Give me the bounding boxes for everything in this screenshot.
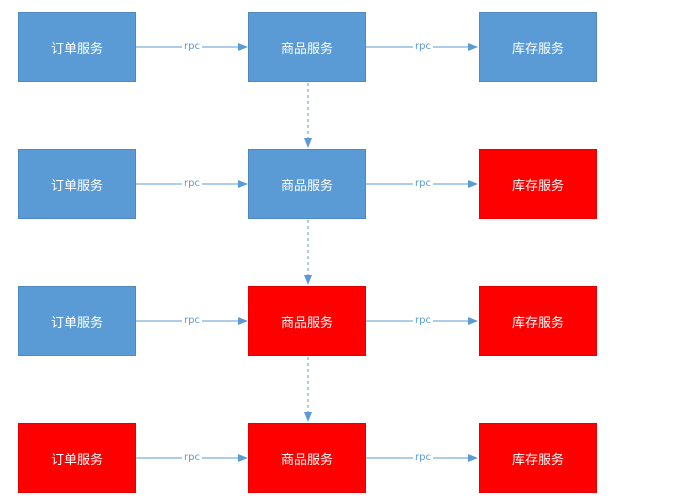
rpc-label-order-product-row-2: rpc	[182, 178, 202, 190]
product-service-node-row-4: 商品服务	[248, 423, 366, 493]
product-service-node-row-1: 商品服务	[248, 12, 366, 82]
rpc-label-product-inventory-row-2: rpc	[413, 178, 433, 190]
inventory-service-node-row-2: 库存服务	[479, 149, 597, 219]
product-service-node-row-2: 商品服务	[248, 149, 366, 219]
product-service-node-row-3: 商品服务	[248, 286, 366, 356]
order-service-node-row-4: 订单服务	[18, 423, 136, 493]
rpc-label-product-inventory-row-1: rpc	[413, 41, 433, 53]
inventory-service-node-row-4: 库存服务	[479, 423, 597, 493]
order-service-node-row-2: 订单服务	[18, 149, 136, 219]
inventory-service-node-row-1: 库存服务	[479, 12, 597, 82]
order-service-node-row-1: 订单服务	[18, 12, 136, 82]
rpc-label-product-inventory-row-4: rpc	[413, 452, 433, 464]
inventory-service-node-row-3: 库存服务	[479, 286, 597, 356]
rpc-label-product-inventory-row-3: rpc	[413, 315, 433, 327]
order-service-node-row-3: 订单服务	[18, 286, 136, 356]
rpc-label-order-product-row-3: rpc	[182, 315, 202, 327]
rpc-label-order-product-row-4: rpc	[182, 452, 202, 464]
rpc-label-order-product-row-1: rpc	[182, 41, 202, 53]
